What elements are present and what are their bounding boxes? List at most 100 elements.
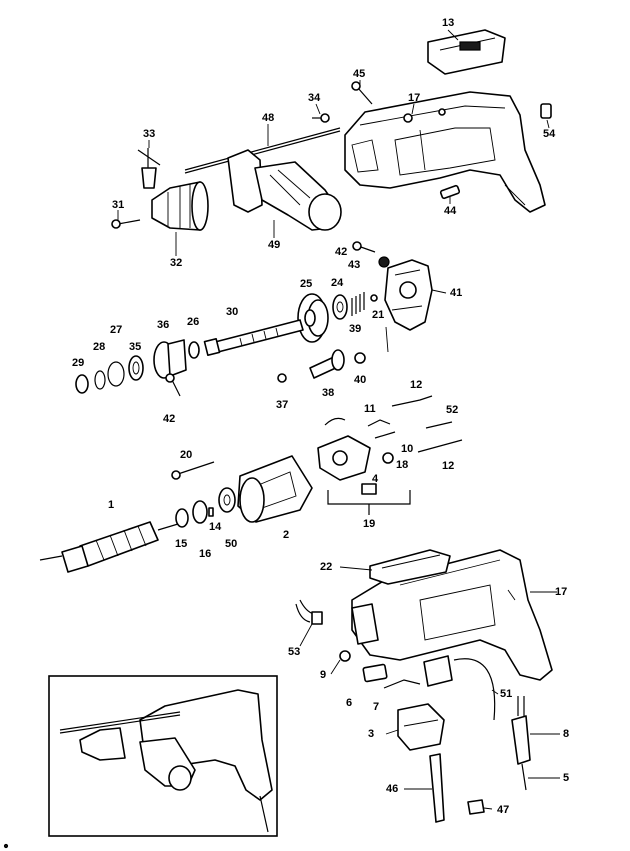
brush-holder-19	[317, 417, 371, 481]
callout-21: 21	[372, 309, 384, 321]
wire-52	[425, 421, 453, 429]
wire-12-top	[391, 395, 433, 407]
callout-20: 20	[180, 449, 192, 461]
wire-12-low	[417, 439, 463, 453]
pin-54	[540, 103, 552, 119]
callout-31: 31	[112, 199, 124, 211]
callout-7: 7	[373, 701, 379, 713]
armature-1	[39, 521, 179, 573]
callout-12-low: 12	[442, 460, 454, 472]
callout-11: 11	[364, 403, 376, 415]
callout-22: 22	[320, 561, 332, 573]
callout-5: 5	[563, 772, 569, 784]
stator-2	[237, 455, 313, 523]
screw-42-top	[352, 241, 376, 253]
callout-42-top: 42	[335, 246, 347, 258]
suppressor-6	[362, 663, 388, 683]
wire-11	[367, 419, 391, 427]
callout-18: 18	[396, 459, 408, 471]
nut-40	[354, 352, 366, 364]
assembled-view-inset	[48, 675, 278, 837]
pin-37	[277, 373, 287, 383]
callout-10: 10	[401, 443, 413, 455]
callout-38: 38	[322, 387, 334, 399]
bearing-16	[192, 500, 208, 524]
callout-13: 13	[442, 17, 454, 29]
cable-8	[511, 696, 531, 791]
bracket-19-line	[327, 490, 411, 515]
screw-45	[351, 81, 373, 105]
depth-rod-48	[184, 127, 341, 174]
callout-50: 50	[225, 538, 237, 550]
callout-14: 14	[209, 521, 222, 533]
callout-36: 36	[157, 319, 169, 331]
callout-52: 52	[446, 404, 458, 416]
seal-35	[128, 355, 144, 381]
callout-51: 51	[500, 688, 512, 700]
callout-54: 54	[543, 128, 556, 140]
housing-half-17-bottom	[351, 549, 553, 681]
callout-2: 2	[283, 529, 289, 541]
callout-27: 27	[110, 324, 122, 336]
callout-53: 53	[288, 646, 300, 658]
callout-34: 34	[308, 92, 321, 104]
gear-25	[297, 293, 329, 343]
callout-42-low: 42	[163, 413, 175, 425]
bearing-15	[175, 508, 189, 528]
callout-15: 15	[175, 538, 187, 550]
bearing-24	[332, 294, 348, 320]
callout-6: 6	[346, 697, 352, 709]
chuck-key-33	[137, 148, 161, 189]
cable-53	[295, 599, 323, 625]
callout-8: 8	[563, 728, 569, 740]
callout-30: 30	[226, 306, 238, 318]
callout-39: 39	[349, 323, 361, 335]
callout-9: 9	[320, 669, 326, 681]
callout-25: 25	[300, 278, 312, 290]
callout-47: 47	[497, 804, 509, 816]
callout-41: 41	[450, 287, 462, 299]
spring-18	[382, 452, 394, 464]
clutch-36	[153, 339, 187, 379]
callout-46: 46	[386, 783, 398, 795]
bearing-50	[218, 487, 236, 513]
screw-42-low	[165, 373, 181, 397]
callout-43: 43	[348, 259, 360, 271]
ring-28	[94, 370, 106, 390]
callout-40: 40	[354, 374, 366, 386]
ring-21	[370, 294, 378, 302]
callout-48: 48	[262, 112, 274, 124]
ring-27	[107, 361, 125, 387]
callout-49: 49	[268, 239, 280, 251]
chuck-screw-31	[111, 219, 141, 229]
pin-9	[339, 650, 351, 662]
callout-32: 32	[170, 257, 182, 269]
leader-lines	[117, 29, 560, 810]
callout-29: 29	[72, 357, 84, 369]
corner-mark	[3, 843, 9, 849]
callout-45: 45	[353, 68, 365, 80]
spring-39	[351, 292, 365, 316]
callout-19: 19	[363, 518, 375, 530]
clip-47	[467, 799, 485, 815]
switch-3	[397, 703, 445, 751]
pinion-38	[309, 349, 345, 379]
screw-34	[312, 113, 330, 123]
callout-24: 24	[331, 277, 344, 289]
callout-12-top: 12	[410, 379, 422, 391]
washer-43	[378, 256, 390, 268]
pin-14	[208, 507, 214, 517]
wire-10	[374, 431, 396, 439]
callout-44: 44	[444, 205, 457, 217]
callout-28: 28	[93, 341, 105, 353]
wire-ring-51	[453, 658, 496, 721]
wiring-7	[383, 655, 453, 689]
callout-17-bottom: 17	[555, 586, 567, 598]
callout-16: 16	[199, 548, 211, 560]
callout-17-top: 17	[408, 92, 420, 104]
ring-26	[188, 341, 200, 359]
brush-4	[361, 483, 377, 495]
screw-20	[171, 461, 215, 480]
callout-33: 33	[143, 128, 155, 140]
